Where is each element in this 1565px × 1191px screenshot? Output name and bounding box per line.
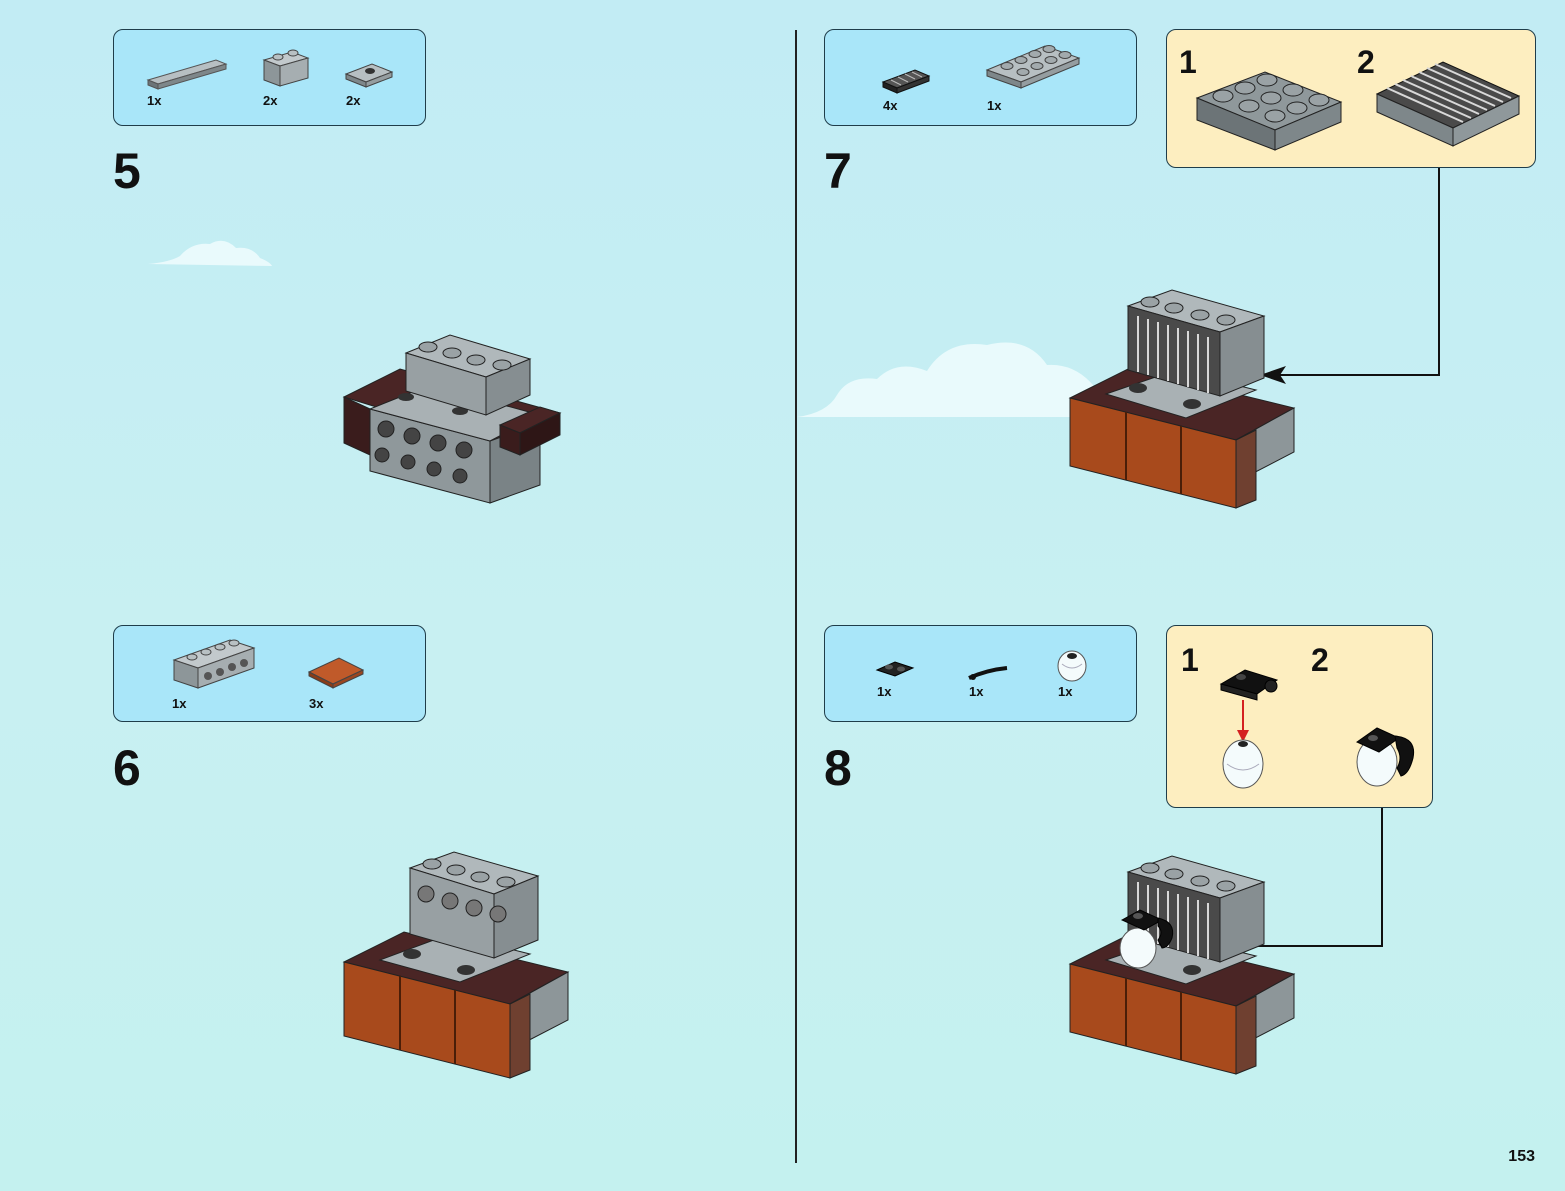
part-qty: 2x <box>263 93 277 108</box>
step-number: 8 <box>824 743 852 793</box>
part-reddish-brown-tile-2x2-icon <box>307 654 367 689</box>
parts-callout-step-8: 1x 1x 1x <box>824 625 1137 722</box>
subassembly-clip-onto-dome-icon <box>1217 664 1287 794</box>
part-trans-clear-dome-icon <box>1054 648 1090 684</box>
page-divider <box>795 30 797 1163</box>
part-qty: 3x <box>309 696 323 711</box>
step-8-model-illustration <box>1066 852 1296 1082</box>
subassembly-step-label: 1 <box>1181 644 1199 676</box>
subassembly-callout-step-7: 1 2 <box>1166 29 1536 168</box>
step-number: 5 <box>113 146 141 196</box>
part-black-clip-plate-icon <box>875 658 917 680</box>
part-qty: 1x <box>172 696 186 711</box>
step-number: 6 <box>113 743 141 793</box>
part-qty: 1x <box>147 93 161 108</box>
part-gray-technic-brick-1x4-icon <box>172 634 257 692</box>
subassembly-lamp-icon <box>1351 724 1421 794</box>
part-qty: 1x <box>877 684 891 699</box>
step-number: 7 <box>824 146 852 196</box>
part-black-grille-tile-icon <box>881 68 931 96</box>
step-5-model-illustration <box>340 325 570 515</box>
parts-callout-step-5: 1x 2x 2x <box>113 29 426 126</box>
part-gray-brick-1x2-icon <box>262 44 312 89</box>
step-6-model-illustration <box>340 850 575 1080</box>
part-gray-plate-2x4-icon <box>985 40 1083 90</box>
step-7-model-illustration <box>1066 286 1296 516</box>
part-gray-plate-1x8-icon <box>144 48 229 88</box>
part-black-bar-icon <box>967 664 1009 684</box>
part-qty: 1x <box>969 684 983 699</box>
part-qty: 1x <box>987 98 1001 113</box>
cloud-decoration <box>140 232 280 272</box>
parts-callout-step-7: 4x 1x <box>824 29 1137 126</box>
subassembly-callout-step-8: 1 2 <box>1166 625 1433 808</box>
subassembly-gray-plate-icon <box>1195 68 1345 154</box>
part-qty: 4x <box>883 98 897 113</box>
part-gray-jumper-plate-icon <box>344 60 394 90</box>
subassembly-grille-plate-icon <box>1373 58 1523 154</box>
page-number: 153 <box>1508 1148 1535 1166</box>
part-qty: 1x <box>1058 684 1072 699</box>
part-qty: 2x <box>346 93 360 108</box>
subassembly-step-label: 2 <box>1311 644 1329 676</box>
parts-callout-step-6: 1x 3x <box>113 625 426 722</box>
